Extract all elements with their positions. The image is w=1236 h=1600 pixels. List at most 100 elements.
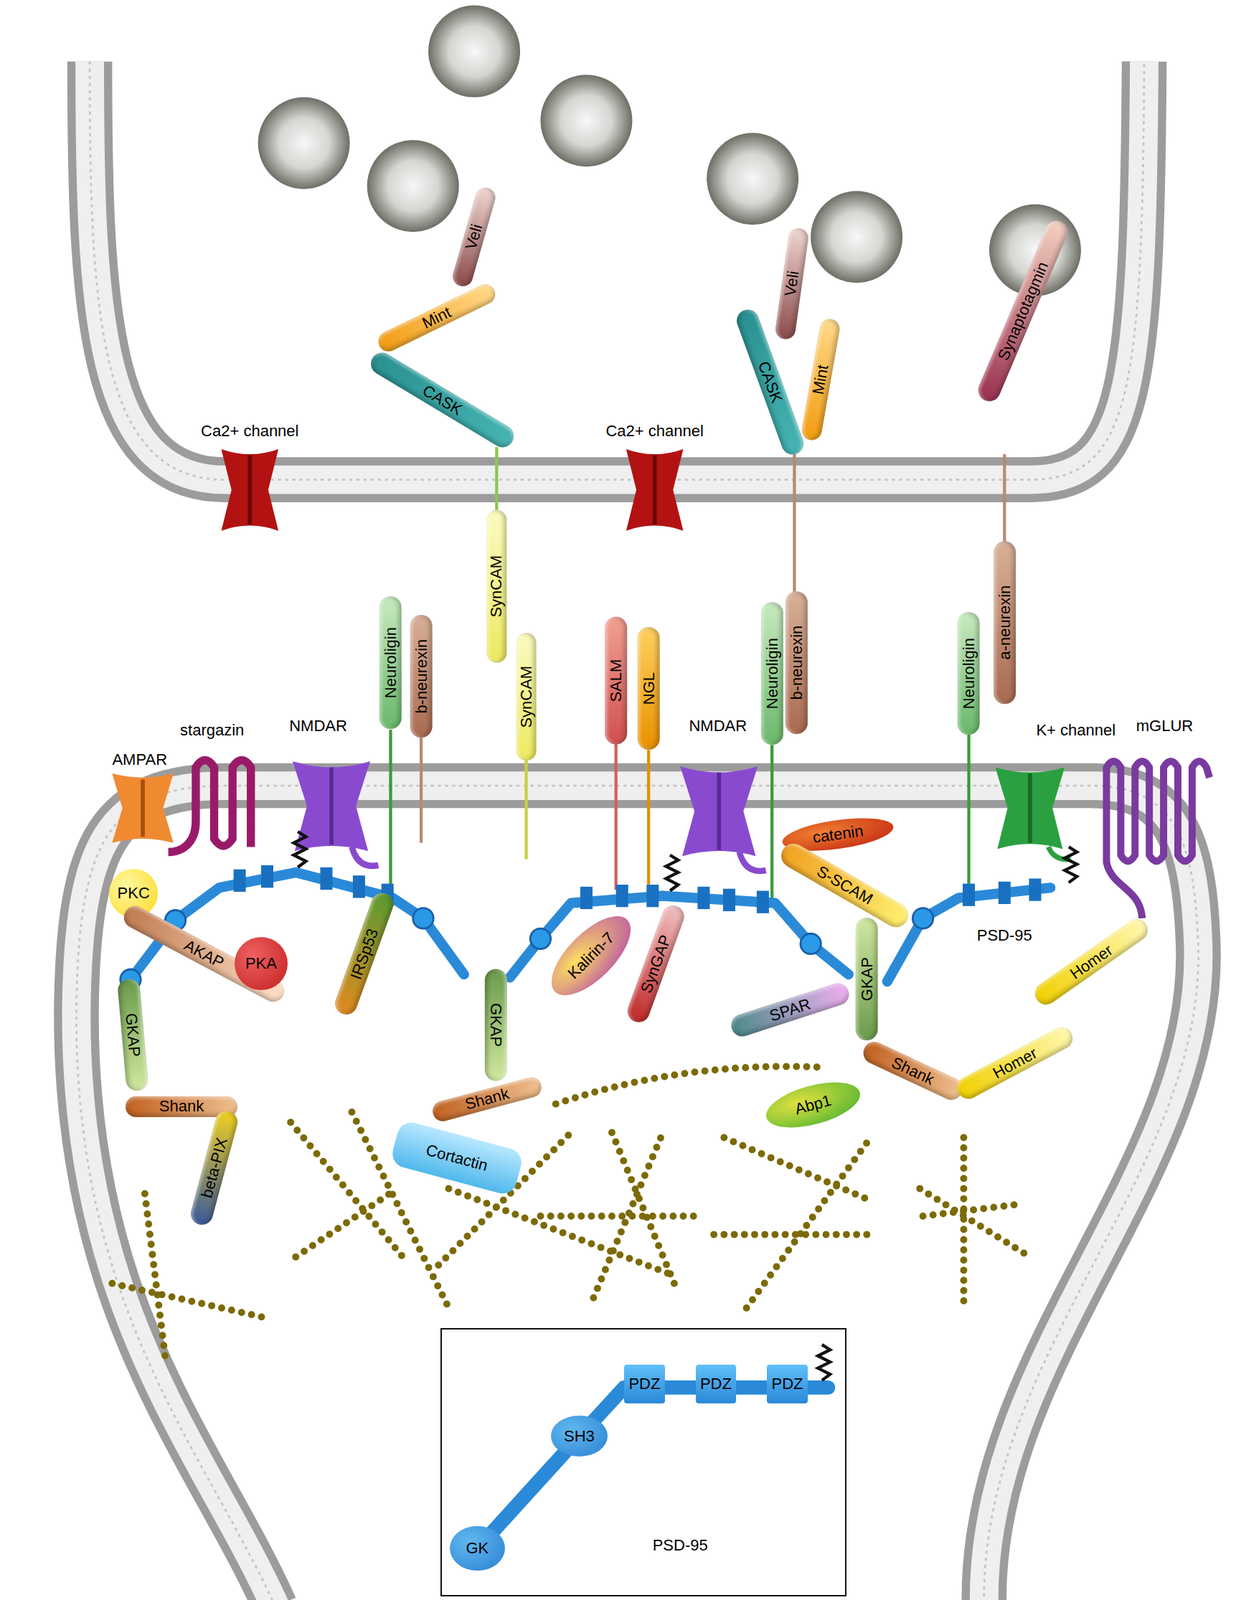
actin-filament <box>723 1137 869 1201</box>
part-label: PSD-95 <box>977 926 1033 945</box>
protein-tube: b-neurexin <box>409 614 432 738</box>
protein-tube: S-SCAM <box>776 838 912 932</box>
stalk <box>966 734 970 898</box>
protein-tube: Shank <box>430 1075 544 1125</box>
pdz-block <box>998 881 1011 904</box>
stalk <box>792 454 796 597</box>
protein-tube: Neuroligin <box>957 611 980 735</box>
membrane-core <box>89 61 1145 480</box>
protein-label: Mint <box>419 304 454 333</box>
protein-tube: SPAR <box>728 979 853 1039</box>
protein-tube: Homer <box>1030 914 1152 1010</box>
postsynaptic-membrane <box>76 785 1198 1600</box>
sh3-domain <box>800 933 821 954</box>
protein-label: GKAP <box>487 1002 504 1047</box>
membrane-core <box>76 785 1198 1600</box>
pdz-block <box>352 875 366 898</box>
protein-tube: SynGAP <box>624 902 688 1026</box>
scaffold-domains <box>120 908 934 990</box>
ampa-receptor <box>111 773 173 843</box>
pdz-block <box>646 884 659 907</box>
pdz-domain: PDZ <box>695 1364 737 1404</box>
protein-tube: SynCAM <box>515 632 536 761</box>
thin-stalks <box>390 446 1005 900</box>
protein-ellipse: Kalirin-7 <box>539 903 645 1008</box>
protein-label: PKC <box>117 885 150 901</box>
pdz-block <box>962 883 975 907</box>
pdz-block <box>319 867 333 890</box>
channel-pore <box>652 454 658 525</box>
protein-tube: IRSp53 <box>331 889 396 1018</box>
part-label: mGLUR <box>1136 717 1193 735</box>
vesicle <box>258 97 351 190</box>
protein-tube: SALM <box>604 616 627 744</box>
part-label: K+ channel <box>1035 721 1116 739</box>
channel-body <box>626 449 684 531</box>
vesicle <box>367 139 460 232</box>
potassium-channel <box>994 767 1071 860</box>
protein-label: beta-PIX <box>198 1136 230 1200</box>
protein-label: SynGAP <box>637 932 674 995</box>
inset-ground <box>440 1327 847 1597</box>
protein-label: Homer <box>1067 941 1116 983</box>
protein-tube: Synaptotagmin <box>974 217 1072 405</box>
protein-label: SALM <box>608 658 625 702</box>
kinase-circle: PKA <box>234 936 288 990</box>
protein-label: SPAR <box>768 995 813 1024</box>
protein-label: Homer <box>989 1044 1040 1081</box>
protein-label: Neuroligin <box>382 627 399 699</box>
protein-tube: SynCAM <box>486 510 507 663</box>
protein-label: GKAP <box>122 1012 143 1059</box>
protein-tube: a-neurexin <box>993 540 1016 704</box>
protein-tube: NGL <box>637 626 660 750</box>
actin-filament <box>713 1230 877 1239</box>
actin-filament <box>611 1131 676 1285</box>
lipid-anchor <box>293 831 306 868</box>
pdz-blocks <box>233 865 1042 914</box>
pdz-block <box>697 886 710 909</box>
part-label: Ca2+ channel <box>200 422 299 440</box>
protein-label: NGL <box>640 672 657 705</box>
protein-label: SynCAM <box>488 555 505 618</box>
protein-tube: GKAP <box>484 969 507 1082</box>
protein-box: Cortactin <box>389 1119 525 1197</box>
nmda-receptor <box>680 766 766 871</box>
vesicle <box>540 74 632 167</box>
channel-body <box>220 449 279 531</box>
actin-filament <box>919 1188 1031 1257</box>
stalk <box>494 446 498 516</box>
protein-ellipse: GK <box>449 1525 506 1572</box>
receptor-tail <box>351 846 379 866</box>
protein-label: PSD-95 <box>652 1537 709 1554</box>
protein-label: IRSp53 <box>347 926 381 981</box>
protein-ellipse: Abp1 <box>761 1073 865 1136</box>
protein-label: Neuroligin <box>961 637 978 709</box>
membrane-band <box>76 785 1198 1600</box>
protein-label: Shank <box>464 1086 512 1113</box>
protein-label: Kalirin-7 <box>565 929 618 983</box>
inset-box: PSD-95PDZPDZPDZSH3GK <box>440 1327 847 1597</box>
pdz-domain: PDZ <box>624 1364 665 1404</box>
protein-label: Veli <box>782 269 803 297</box>
scaffold-chain <box>662 895 849 975</box>
vesicles <box>258 5 1082 297</box>
palmitoylation <box>293 831 1077 891</box>
protein-label: AKAP <box>181 936 226 971</box>
protein-label: Shank <box>159 1098 204 1115</box>
stalk <box>647 749 650 890</box>
pdz-block <box>723 888 736 912</box>
protein-label: catenin <box>812 822 865 846</box>
protein-label: S-SCAM <box>814 862 876 908</box>
protein-label: Mint <box>810 362 832 396</box>
pdz-block <box>233 869 247 892</box>
pdz-block <box>756 890 770 914</box>
calcium-channel <box>220 449 279 531</box>
receptor-tail <box>739 852 767 871</box>
channel-pore <box>329 767 334 846</box>
protein-label: b-neurexin <box>788 625 805 701</box>
stalk <box>419 734 423 843</box>
lipid-anchor <box>665 855 678 891</box>
vesicle <box>428 5 521 98</box>
pdz-domain: PDZ <box>766 1364 808 1404</box>
protein-tube: beta-PIX <box>187 1108 241 1228</box>
